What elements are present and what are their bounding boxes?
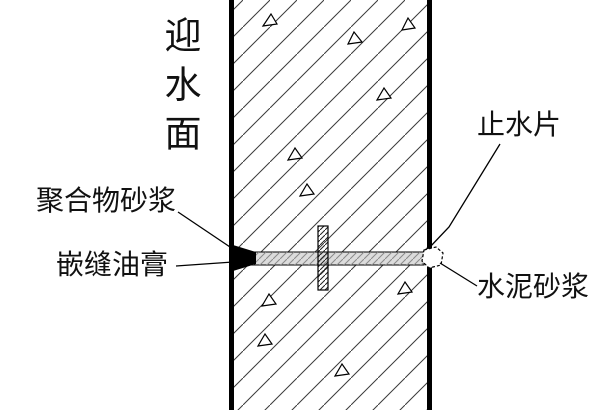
- leader-polymer-mortar: [177, 211, 234, 250]
- sealant-wedge: [233, 245, 256, 271]
- leader-cement-mortar: [439, 262, 478, 287]
- label-polymer-mortar: 聚合物砂浆: [36, 185, 177, 216]
- leader-waterstop: [428, 143, 501, 249]
- tie-rod: [235, 251, 425, 266]
- label-cement-mortar: 水泥砂浆: [477, 271, 590, 302]
- left-wall-line: [229, 0, 234, 410]
- cement-mortar-plug: [421, 246, 444, 269]
- waterstop-plate: [317, 225, 329, 291]
- aggregate-triangles: [256, 12, 417, 377]
- leader-joint-sealant: [175, 261, 234, 267]
- label-facing-water-side: 迎水面: [159, 16, 200, 163]
- label-joint-sealant: 嵌缝油膏: [56, 249, 169, 280]
- concrete-hatch-area: [234, 0, 427, 410]
- label-waterstop-strip: 止水片: [477, 109, 562, 140]
- right-wall-line: [427, 0, 432, 410]
